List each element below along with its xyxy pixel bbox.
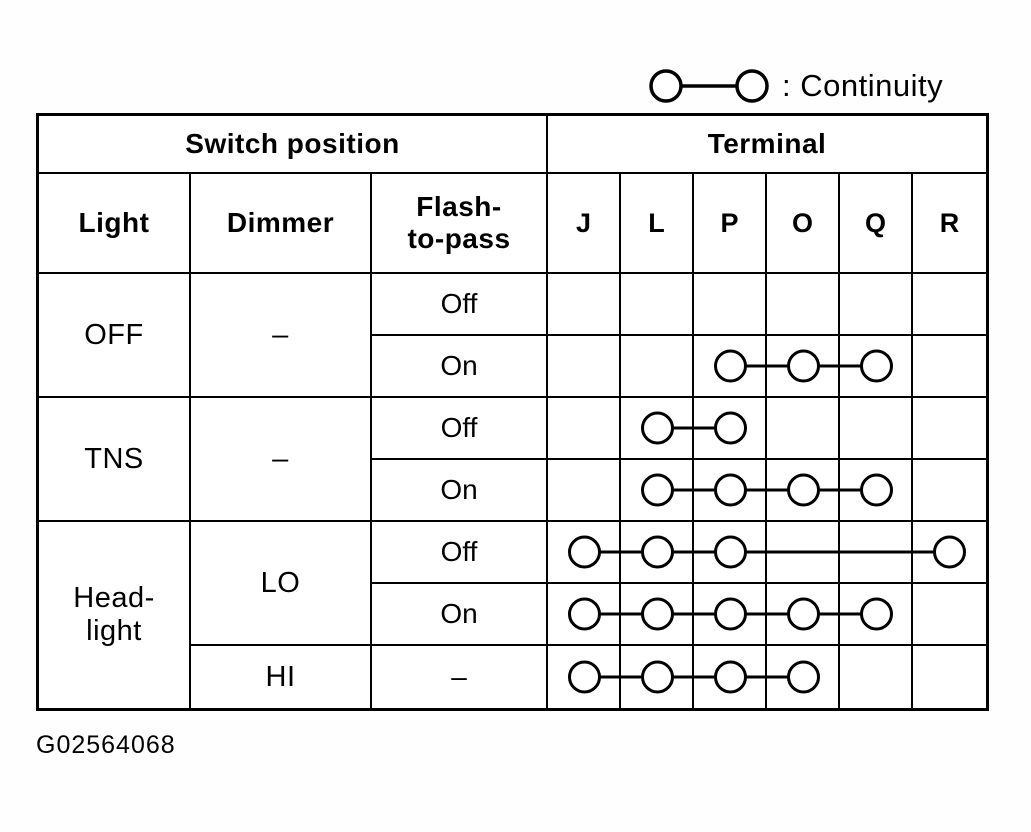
cell-light-tns: TNS xyxy=(39,398,191,522)
continuity-legend-label: : Continuity xyxy=(782,68,944,103)
header-terminal-j: J xyxy=(548,174,621,274)
continuity-symbol-icon xyxy=(649,69,769,103)
cell-light-off: OFF xyxy=(39,274,191,398)
switch-continuity-table: Switch position Terminal Light Dimmer Fl… xyxy=(36,113,989,711)
cell-flash-row4: Off xyxy=(372,522,548,584)
cell-flash-row1: On xyxy=(372,336,548,398)
header-terminal-q: Q xyxy=(840,174,913,274)
cell-flash-row5: On xyxy=(372,584,548,646)
header-switch-position: Switch position xyxy=(39,116,548,174)
cell-flash-row2: Off xyxy=(372,398,548,460)
cell-flash-row3: On xyxy=(372,460,548,522)
figure-id: G02564068 xyxy=(36,731,176,759)
cell-flash-row6: – xyxy=(372,646,548,708)
cell-dimmer-off-dash: – xyxy=(191,274,372,398)
continuity-row-4 xyxy=(548,522,986,584)
header-terminal: Terminal xyxy=(548,116,986,174)
continuity-row-1 xyxy=(548,336,986,398)
cell-light-headlight: Head- light xyxy=(39,522,191,708)
header-terminal-o: O xyxy=(767,174,840,274)
header-terminal-r: R xyxy=(913,174,986,274)
continuity-row-3 xyxy=(548,460,986,522)
cell-flash-row0: Off xyxy=(372,274,548,336)
cell-dimmer-hi: HI xyxy=(191,646,372,708)
cell-dimmer-tns-dash: – xyxy=(191,398,372,522)
cell-dimmer-lo: LO xyxy=(191,522,372,646)
continuity-row-6 xyxy=(548,646,986,708)
continuity-row-2 xyxy=(548,398,986,460)
header-terminal-l: L xyxy=(621,174,694,274)
header-flash-to-pass: Flash- to-pass xyxy=(372,174,548,274)
continuity-row-5 xyxy=(548,584,986,646)
continuity-row-0 xyxy=(548,274,986,336)
header-terminal-p: P xyxy=(694,174,767,274)
header-light: Light xyxy=(39,174,191,274)
continuity-legend: : Continuity xyxy=(648,66,943,106)
header-dimmer: Dimmer xyxy=(191,174,372,274)
